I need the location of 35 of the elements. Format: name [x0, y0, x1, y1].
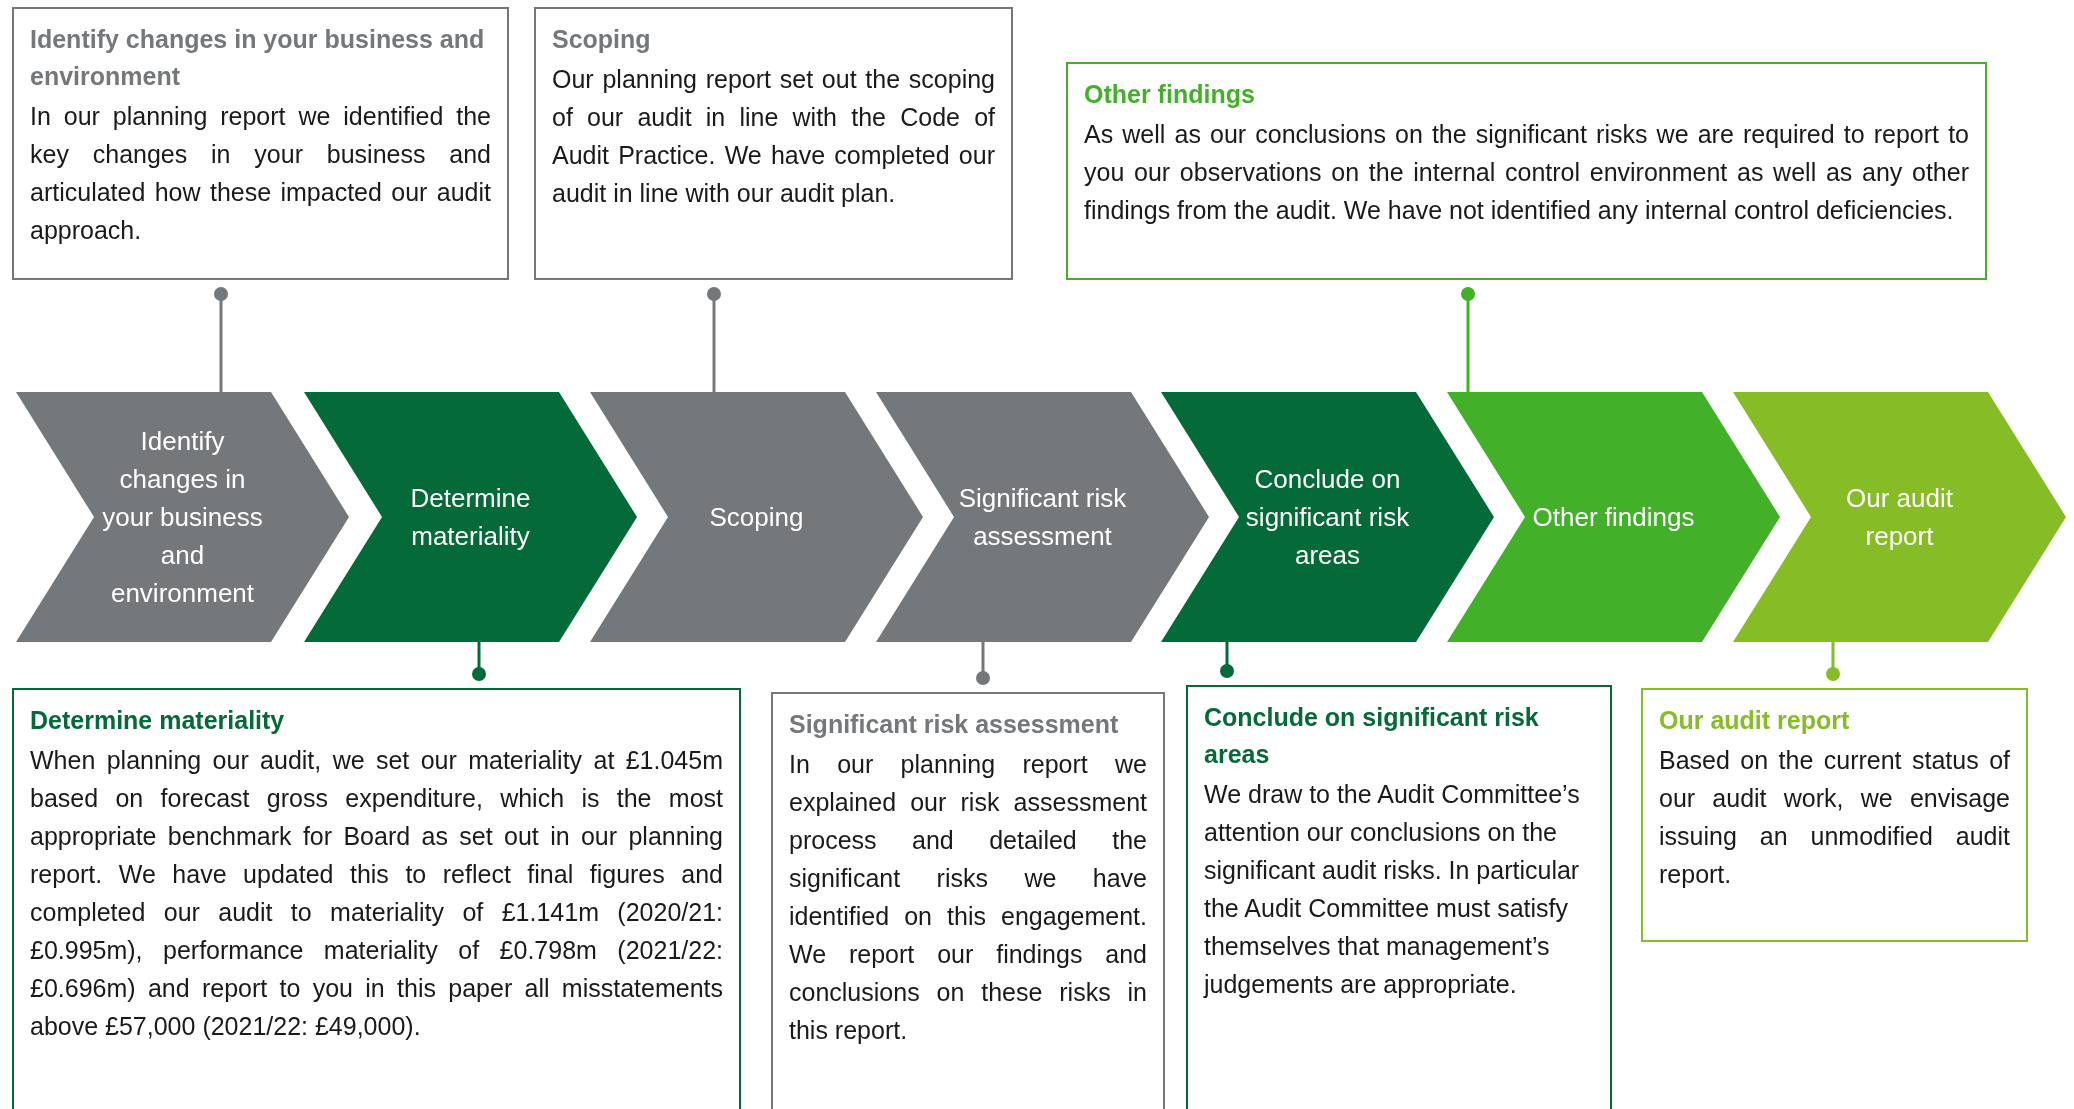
step-label: Conclude on significant risk areas [1244, 463, 1411, 572]
callout-box [1066, 62, 1987, 280]
callout-heading: Identify changes in your business and environment [30, 24, 486, 92]
step-label: Other findings [1531, 501, 1696, 534]
callout-heading: Our audit report [1659, 705, 1851, 736]
callout-heading: Significant risk assessment [789, 709, 1120, 740]
callout-text: In our planning report we explained our risk assessment process and detailed the significant risks we have identified on this engagement. We report our findings and conclusions on these risks in this report. [789, 749, 1147, 1046]
leader-line [1220, 642, 1234, 678]
callout-heading: Determine materiality [30, 705, 286, 736]
callout-box [534, 7, 1013, 280]
leader-line [707, 287, 721, 392]
step-label: Scoping [708, 501, 805, 534]
callout-box [1186, 685, 1612, 1109]
step-label: Determine materiality [409, 482, 532, 553]
step-label: Identify changes in your business and environment [101, 425, 264, 610]
callout-box [1641, 688, 2028, 942]
leader-line [472, 642, 486, 681]
callout-heading: Conclude on significant risk areas [1204, 702, 1540, 770]
callout-text: Our planning report set out the scoping of our audit in line with the Code of Audit Practice. We have completed our audit in line with our audit plan. [552, 64, 995, 209]
callout-heading: Scoping [552, 24, 652, 55]
callout-heading: Other findings [1084, 79, 1256, 110]
callout-box [12, 688, 741, 1109]
callout-text: When planning our audit, we set our materiality at £1.045m based on forecast gross expenditure, which is the most appropriate benchmark for Board as set out in our planning report. We have updated this to reflect final figures and completed our audit to materiality of £1.141m (2020/21: £0.995m), performance materiality of £0.798m (2021/22: £0.696m) and report to you in this paper all misstatements above £57,000 (2021/22: £49,000). [30, 745, 723, 1042]
step-label: Significant risk assessment [957, 482, 1128, 553]
callout-text: Based on the current status of our audit work, we envisage issuing an unmodified audit report. [1659, 745, 2010, 890]
callout-text: As well as our conclusions on the significant risks we are required to report to you our observations on the internal control environment as well as any other findings from the audit. We have not identified any internal control deficiencies. [1084, 119, 1969, 226]
callout-text: We draw to the Audit Committee’s attention our conclusions on the significant audit risks. In particular the Audit Committee must satisfy themselves that management’s judgements are appropriate. [1204, 779, 1581, 1000]
leader-line [1826, 642, 1840, 681]
callout-text: In our planning report we identified the key changes in your business and articulated how these impacted our audit approach. [30, 101, 491, 246]
callout-box [12, 7, 509, 280]
leader-line [1461, 287, 1475, 392]
callout-box [771, 692, 1165, 1109]
step-label: Our audit report [1845, 482, 1954, 553]
leader-line [976, 642, 990, 685]
leader-line [214, 287, 228, 392]
